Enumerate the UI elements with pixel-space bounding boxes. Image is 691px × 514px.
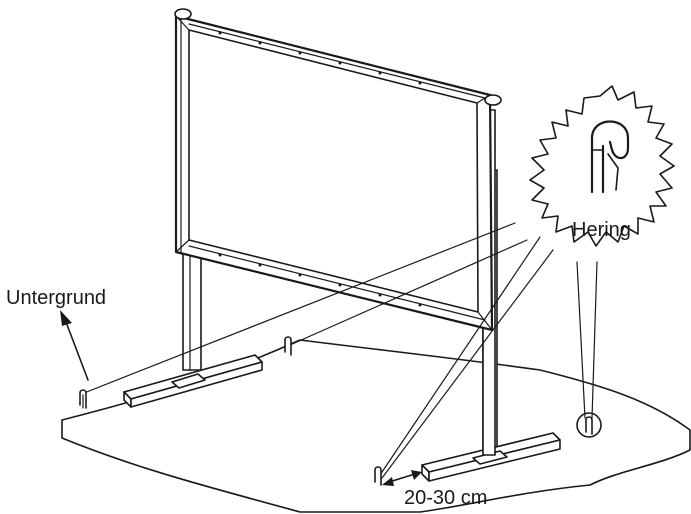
peg-right-circled (576, 412, 602, 438)
peg-label: Hering (572, 219, 631, 241)
distance-arrow (382, 470, 422, 486)
guy-ropes (83, 222, 598, 479)
ground-surface (61, 339, 691, 513)
peg-detail-callout (529, 85, 675, 247)
peg-front (374, 466, 382, 486)
distance-label: 20-30 cm (404, 487, 487, 509)
peg-center (284, 336, 292, 356)
left-foot (123, 354, 263, 408)
peg-left (79, 389, 87, 409)
tent-peg-icon (590, 120, 630, 194)
ground-label: Untergrund (6, 287, 106, 309)
arrow-icon (60, 310, 89, 381)
left-post (182, 249, 202, 371)
board-frame (174, 8, 502, 332)
